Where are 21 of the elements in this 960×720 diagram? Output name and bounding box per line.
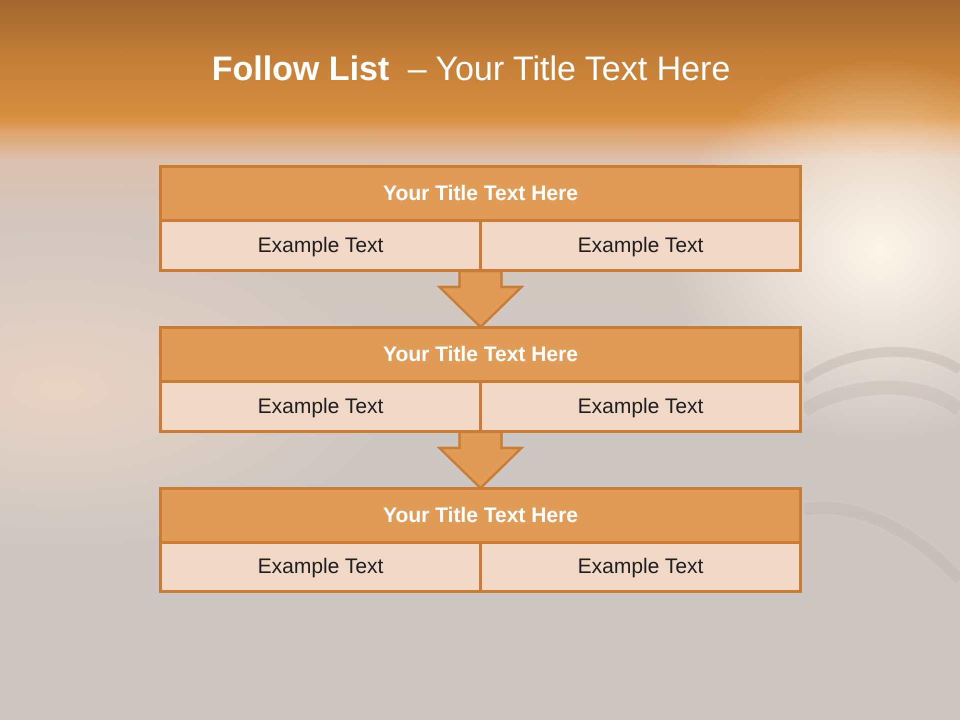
cell-text: Example Text bbox=[258, 555, 384, 579]
cell-text: Example Text bbox=[578, 394, 704, 418]
table-panel bbox=[159, 165, 802, 272]
header-title: Your Title Text Here bbox=[383, 182, 578, 206]
slide-title: Follow List – Your Title Text Here bbox=[212, 49, 730, 90]
cell-text: Example Text bbox=[258, 234, 384, 258]
block-arrow bbox=[436, 430, 525, 490]
cell-text: Example Text bbox=[258, 394, 384, 418]
table-cell bbox=[162, 383, 479, 430]
table-cell bbox=[479, 222, 799, 269]
table-panel bbox=[159, 326, 802, 433]
table-cell bbox=[479, 544, 799, 590]
table-cell bbox=[162, 544, 479, 590]
table-cell bbox=[162, 222, 479, 269]
table-panel bbox=[159, 487, 802, 593]
cell-text: Example Text bbox=[578, 555, 704, 579]
header-title: Your Title Text Here bbox=[383, 504, 578, 528]
cell-text: Example Text bbox=[578, 234, 704, 258]
block-arrow bbox=[436, 270, 525, 329]
header-title: Your Title Text Here bbox=[383, 342, 578, 366]
table-cell bbox=[479, 383, 799, 430]
